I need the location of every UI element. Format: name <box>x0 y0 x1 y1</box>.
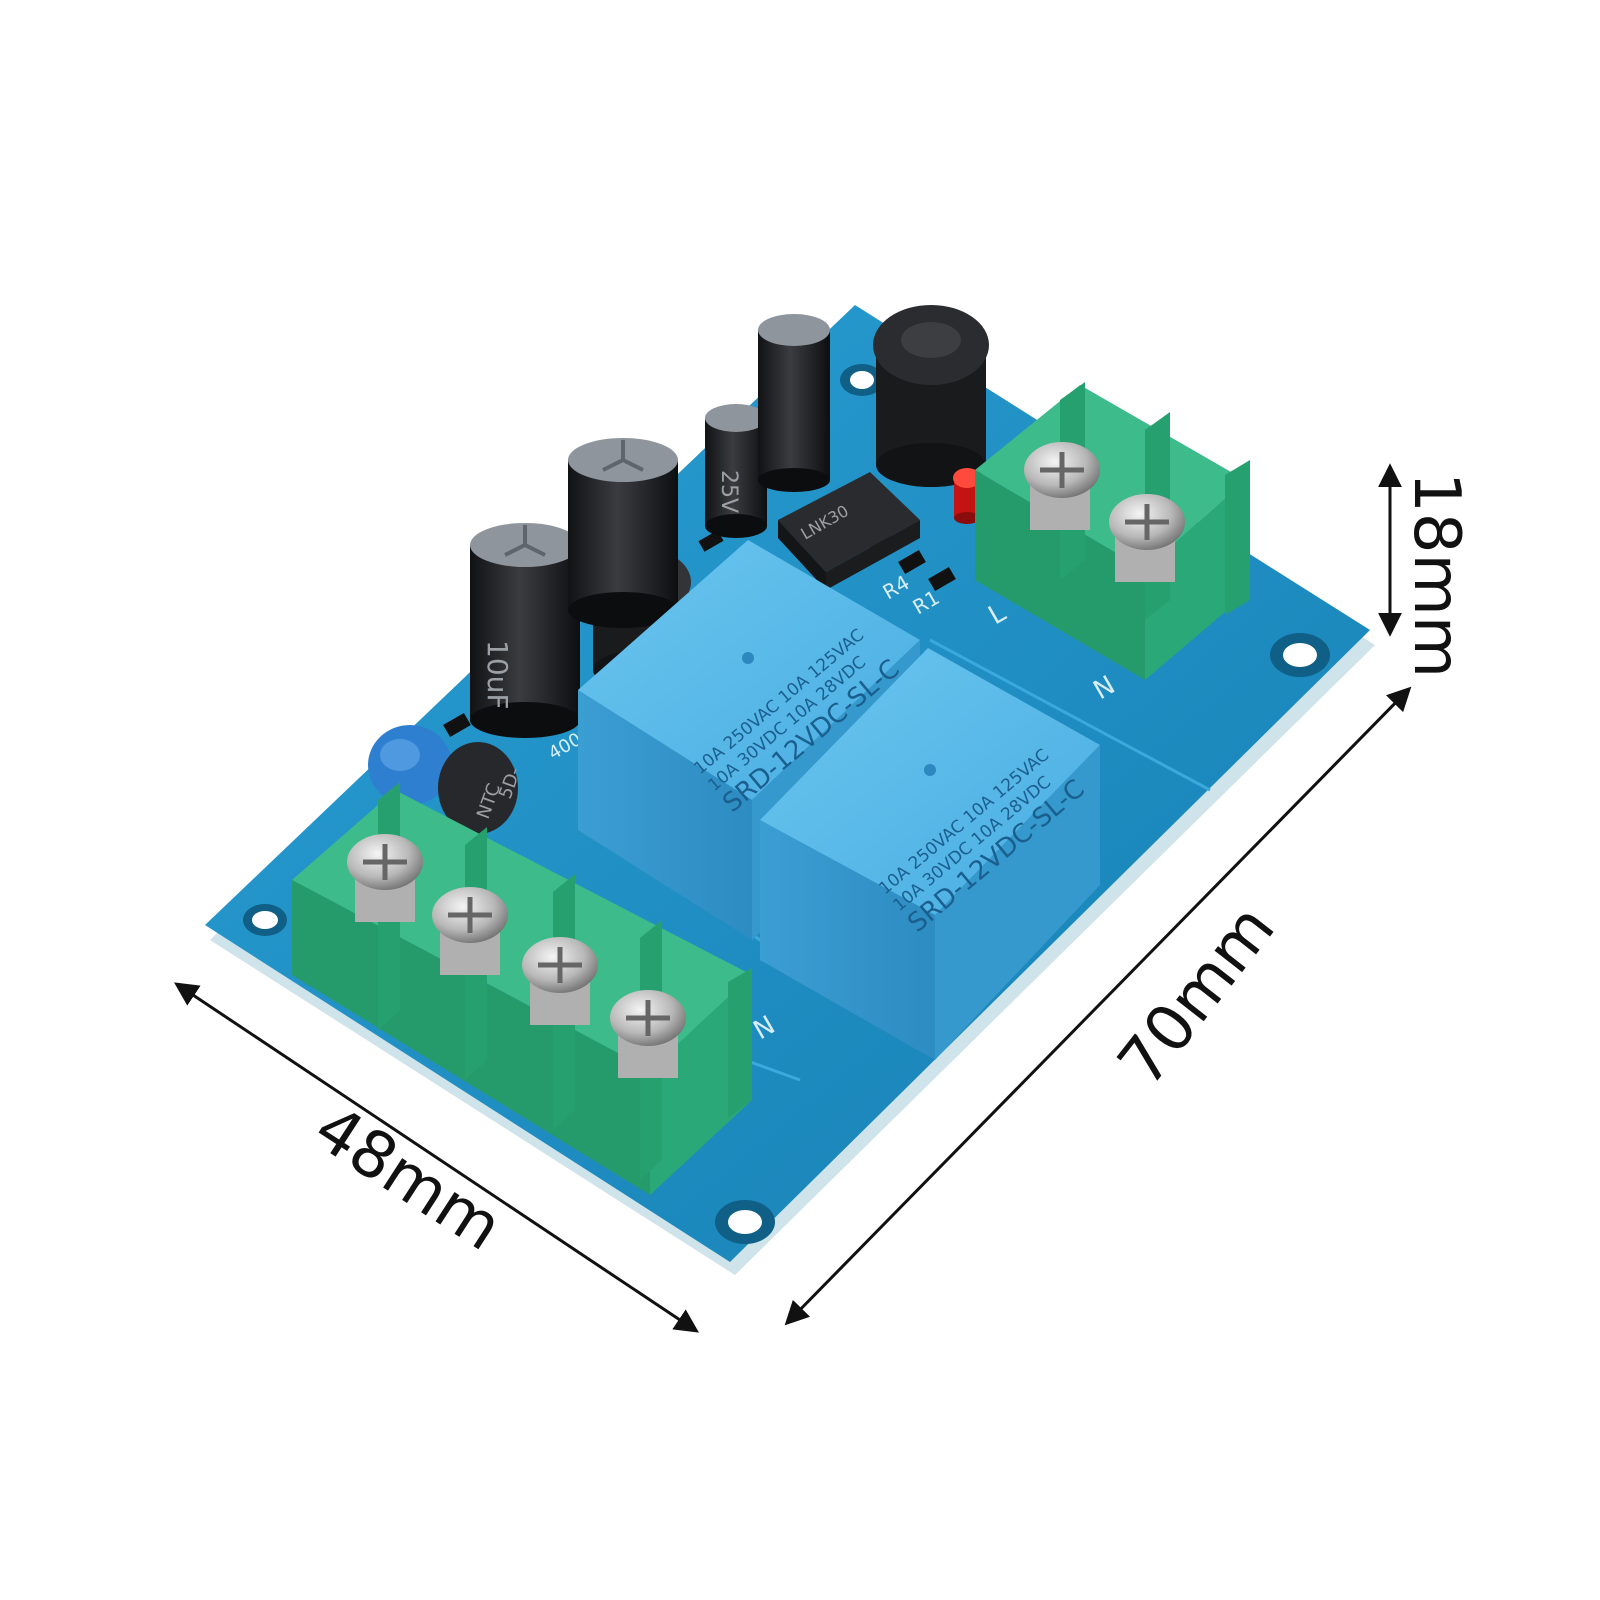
terminal-block-right <box>975 382 1250 680</box>
screw-terminal-screw <box>1024 442 1100 530</box>
capacitor-voltage-label: 25V <box>716 470 741 513</box>
dimension-length-label: 70mm <box>1104 892 1289 1100</box>
mounting-hole <box>840 364 884 396</box>
capacitor-tall-top <box>758 314 830 492</box>
screw-terminal-screw <box>347 834 423 922</box>
ic-chip: LNK30 <box>778 472 920 590</box>
mounting-hole <box>243 904 287 936</box>
mounting-hole <box>715 1200 775 1244</box>
inductor-large <box>873 305 989 487</box>
screw-terminal-screw <box>522 937 598 1025</box>
screw-terminal-screw <box>432 887 508 975</box>
dimension-width-arrow <box>174 982 699 1333</box>
dimension-length-arrow <box>784 686 1412 1326</box>
dimension-width-label: 48mm <box>301 1091 514 1265</box>
capacitor-label: 10uF <box>481 640 514 709</box>
capacitor-small-center: 25V <box>705 404 767 538</box>
dimension-height: 18mm <box>1378 463 1473 678</box>
screw-terminal-screw <box>1109 494 1185 582</box>
mounting-hole <box>1270 633 1330 677</box>
ntc-thermistor: NTC 5D- <box>438 742 526 834</box>
screw-terminal-screw <box>610 990 686 1078</box>
capacitor-large-left: 10uF <box>470 523 580 738</box>
capacitor-large-center <box>568 438 678 628</box>
dimension-height-label: 18mm <box>1399 472 1473 678</box>
ceramic-capacitor <box>368 725 452 805</box>
